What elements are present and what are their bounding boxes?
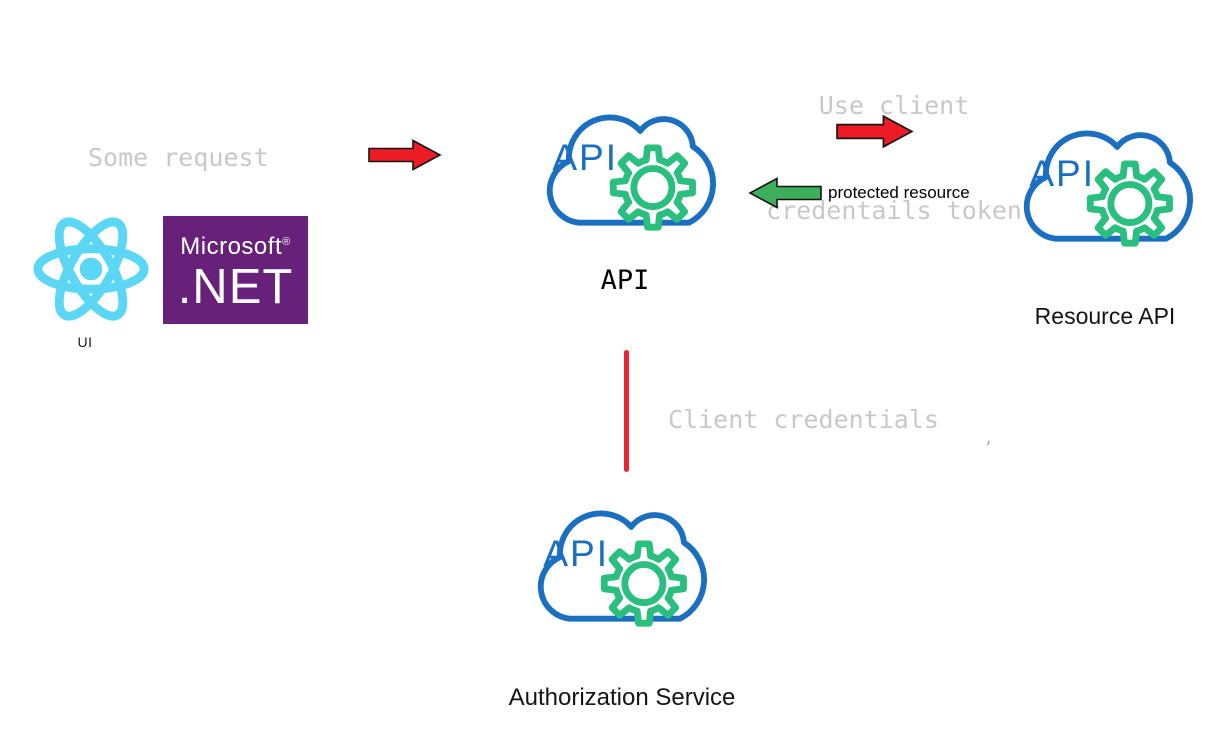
annotation-client-credentials: Client credentials [668, 405, 939, 434]
api-cloud-text: API [552, 136, 618, 178]
gear-hole [621, 561, 667, 606]
dotnet-logo: Microsoft® .NET [163, 216, 308, 324]
registered-trademark-icon: ® [282, 235, 291, 248]
gear-hole [630, 165, 676, 210]
api-cloud-text: API [1029, 152, 1095, 194]
api-node-label: API [600, 265, 650, 296]
annotation-use-client-token: Use client credentails token [758, 18, 1030, 298]
authorization-service-node-label: Authorization Service [508, 684, 736, 711]
gear-hole [1107, 181, 1153, 226]
annotation-some-request: Some request [88, 143, 269, 172]
ui-node-label: UI [77, 334, 93, 350]
react-icon [33, 217, 149, 321]
cloud-shape [1023, 130, 1194, 242]
authorization-service-cloud-icon: API [516, 476, 721, 652]
api-cloud-text: API [543, 532, 609, 574]
dotnet-brand-text: Microsoft® [180, 232, 291, 260]
resource-api-node-label: Resource API [1034, 303, 1176, 329]
annotation-use-client-token-line2: credentails token [766, 196, 1022, 225]
annotation-protected-resource: protected resource [828, 183, 970, 202]
arrow-left-protected-resource-icon [748, 177, 822, 209]
api-cloud-icon: API [525, 80, 730, 256]
arrow-right-client-credentials-token-icon [836, 114, 914, 149]
cloud-shape [537, 510, 708, 622]
resource-api-cloud-icon: API [1002, 96, 1207, 272]
connector-client-credentials-line [624, 350, 629, 472]
annotation-use-client-token-line1: Use client [818, 91, 970, 120]
stray-mark: ’ [984, 440, 993, 456]
cloud-shape [546, 114, 717, 226]
dotnet-product-text: .NET [177, 259, 294, 314]
arrow-right-some-request-icon [368, 139, 442, 171]
